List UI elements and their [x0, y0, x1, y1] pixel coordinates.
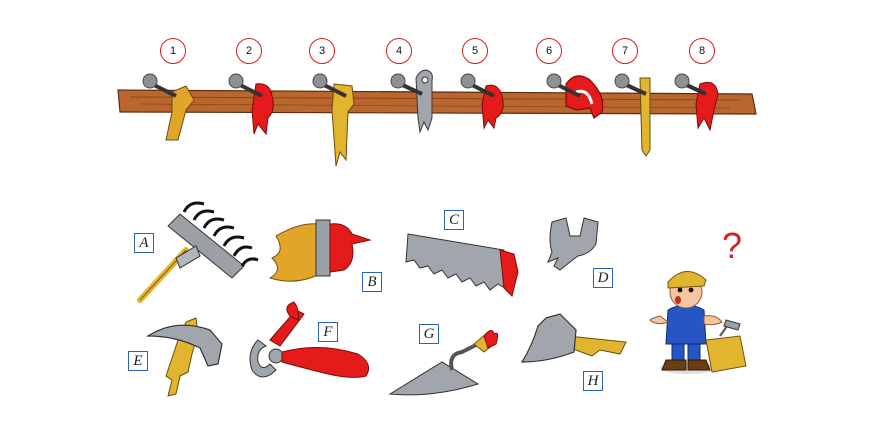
peg-number-badge-4: 4 [386, 38, 412, 64]
peg-number-badge-3: 3 [309, 38, 335, 64]
peg-7-remnant [614, 73, 651, 157]
tool-letter-c: C [444, 210, 464, 230]
paintbrush-icon [268, 219, 372, 282]
pliers-icon [249, 301, 370, 378]
peg-5-remnant [460, 73, 504, 130]
tool-letter-h: H [583, 371, 603, 391]
peg-8-remnant [674, 73, 719, 132]
wooden-shelf [117, 89, 757, 115]
hammer-icon [145, 317, 223, 397]
question-mark: ? [722, 225, 743, 266]
axe-icon [520, 313, 627, 363]
tool-letter-g: G [419, 324, 439, 344]
tool-letter-b: B [362, 272, 382, 292]
tool-letter-f: F [318, 322, 338, 342]
wrench-icon [547, 217, 599, 271]
rake-icon [137, 201, 259, 303]
peg-number-badge-7: 7 [612, 38, 638, 64]
peg-1-remnant [142, 73, 195, 141]
trowel-icon [388, 330, 499, 396]
peg-number-badge-5: 5 [462, 38, 488, 64]
peg-number-badge-6: 6 [536, 38, 562, 64]
tool-letter-e: E [128, 351, 148, 371]
peg-4-remnant [390, 69, 433, 134]
saw-icon [405, 233, 519, 297]
peg-number-badge-1: 1 [160, 38, 186, 64]
tool-letter-d: D [593, 268, 613, 288]
peg-6-remnant [546, 73, 604, 119]
peg-3-remnant [312, 73, 355, 167]
peg-number-badge-2: 2 [236, 38, 262, 64]
peg-2-remnant [228, 73, 274, 136]
tool-letter-a: A [134, 233, 154, 253]
peg-number-badge-8: 8 [689, 38, 715, 64]
worker-character [649, 271, 747, 374]
